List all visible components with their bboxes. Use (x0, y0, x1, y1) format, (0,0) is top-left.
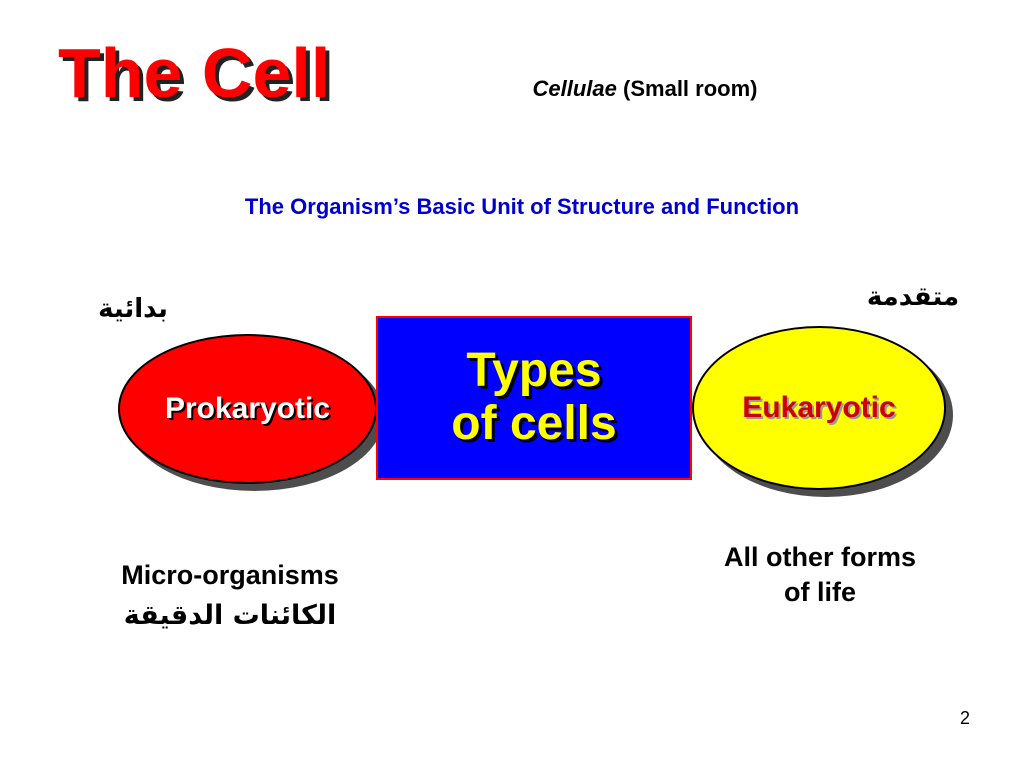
types-of-cells-box: Types of cells (376, 316, 692, 480)
arabic-label-advanced: متقدمة (866, 282, 960, 312)
prokaryotic-caption-arabic: الكائنات الدقيقة (123, 600, 337, 631)
tagline: The Organism’s Basic Unit of Structure a… (244, 194, 800, 219)
types-line-1: Types (466, 344, 602, 398)
latin-meaning: (Small room) (623, 76, 758, 101)
eukaryotic-label: Eukaryotic (742, 391, 896, 424)
prokaryotic-label: Prokaryotic (164, 392, 331, 425)
prokaryotic-oval: Prokaryotic (118, 334, 377, 484)
arabic-label-primitive: بدائية (98, 294, 168, 324)
prokaryotic-caption: Micro-organisms (121, 560, 339, 590)
types-line-2: of cells (451, 397, 617, 450)
latin-origin: Cellulae (Small room) (500, 76, 790, 102)
eukaryotic-caption-line-2: of life (784, 577, 856, 608)
eukaryotic-oval: Eukaryotic (692, 326, 946, 490)
page-number: 2 (959, 708, 970, 728)
eukaryotic-caption-line-1: All other forms (723, 542, 917, 572)
latin-term: Cellulae (532, 76, 617, 101)
slide-title: The Cell (58, 34, 331, 112)
eukaryotic-caption: All other forms of life (680, 540, 960, 610)
